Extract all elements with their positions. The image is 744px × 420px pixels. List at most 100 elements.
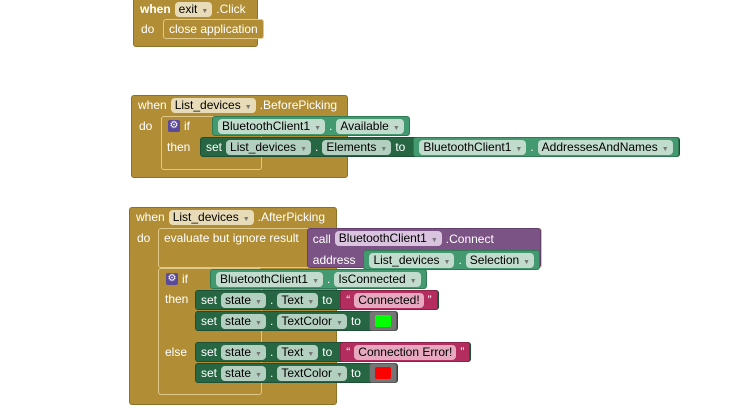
property-dropdown[interactable]: IsConnected▼ xyxy=(334,271,421,287)
string-value: Connection Error! xyxy=(358,344,453,359)
close-application-label: close application xyxy=(169,22,258,36)
dropdown-value: BluetoothClient1 xyxy=(220,271,309,286)
event-name: .Click xyxy=(216,2,246,16)
dot: . xyxy=(269,366,274,380)
set-state-text-block[interactable]: set state▼ . Text▼ to “ Connection Error… xyxy=(195,342,472,362)
dropdown-value: exit xyxy=(178,1,198,16)
dropdown-value: state xyxy=(225,292,252,307)
component-dropdown[interactable]: BluetoothClient1▼ xyxy=(334,231,442,246)
chevron-down-icon: ▼ xyxy=(523,258,531,266)
chevron-down-icon: ▼ xyxy=(430,237,438,244)
green-color-swatch[interactable] xyxy=(374,315,391,327)
dropdown-value: IsConnected xyxy=(338,271,406,286)
then-label: then xyxy=(165,292,189,306)
dropdown-value: state xyxy=(225,313,252,328)
dot: . xyxy=(530,140,534,154)
component-dropdown[interactable]: state▼ xyxy=(221,365,266,381)
connect-call-block[interactable]: call BluetoothClient1▼ .Connect address … xyxy=(306,228,542,270)
address-label: address xyxy=(312,253,356,267)
event-name: .BeforePicking xyxy=(259,98,338,112)
component-dropdown[interactable]: state▼ xyxy=(221,313,266,329)
chevron-down-icon: ▼ xyxy=(314,124,321,132)
set-state-textcolor-block[interactable]: set state▼ . TextColor▼ to xyxy=(195,363,398,383)
isconnected-getter-block[interactable]: BluetoothClient1▼ . IsConnected▼ xyxy=(210,269,427,289)
property-dropdown[interactable]: AddressesAndNames▼ xyxy=(537,139,673,155)
property-dropdown[interactable]: Selection▼ xyxy=(465,252,535,268)
dropdown-value: Selection xyxy=(469,252,520,267)
dropdown-value: state xyxy=(225,365,252,380)
method-name: .Connect xyxy=(445,231,494,246)
dropdown-value: List_devices xyxy=(373,252,440,267)
color-block[interactable] xyxy=(368,363,397,383)
component-dropdown[interactable]: BluetoothClient1▼ xyxy=(419,139,527,155)
to-label: to xyxy=(322,345,333,359)
chevron-down-icon: ▼ xyxy=(336,371,343,379)
to-label: to xyxy=(350,314,361,328)
dropdown-value: BluetoothClient1 xyxy=(338,231,427,245)
set-state-textcolor-block[interactable]: set state▼ . TextColor▼ to xyxy=(195,311,398,331)
event-name: .AfterPicking xyxy=(257,210,326,224)
property-dropdown[interactable]: TextColor▼ xyxy=(277,365,347,381)
chevron-down-icon: ▼ xyxy=(244,103,252,111)
chevron-down-icon: ▼ xyxy=(661,145,669,153)
chevron-down-icon: ▼ xyxy=(242,215,250,223)
evaluate-label: evaluate but ignore result xyxy=(164,231,299,245)
text-string-block[interactable]: “ Connection Error! ” xyxy=(340,342,471,362)
addresses-getter-block[interactable]: BluetoothClient1▼ . AddressesAndNames▼ xyxy=(413,137,679,157)
dropdown-value: AddressesAndNames xyxy=(541,139,658,154)
chevron-down-icon: ▼ xyxy=(201,7,209,15)
red-color-swatch[interactable] xyxy=(374,367,391,379)
color-block[interactable] xyxy=(368,311,397,331)
string-field[interactable]: Connected! xyxy=(354,292,424,308)
chevron-down-icon: ▼ xyxy=(300,145,307,153)
else-label: else xyxy=(165,345,188,359)
selection-getter-block[interactable]: List_devices▼ . Selection▼ xyxy=(363,250,541,270)
if-label: if xyxy=(182,272,188,286)
available-getter-block[interactable]: BluetoothClient1▼ . Available▼ xyxy=(212,116,410,136)
component-dropdown[interactable]: List_devices▼ xyxy=(369,252,455,268)
chevron-down-icon: ▼ xyxy=(409,277,417,285)
to-label: to xyxy=(395,140,406,154)
call-line: call BluetoothClient1▼ .Connect xyxy=(313,231,502,246)
to-label: to xyxy=(350,366,361,380)
property-dropdown[interactable]: Elements▼ xyxy=(322,139,392,155)
property-dropdown[interactable]: Text▼ xyxy=(277,344,319,360)
dot: . xyxy=(315,140,319,154)
gear-icon[interactable]: ⚙ xyxy=(166,273,178,285)
property-dropdown[interactable]: Available▼ xyxy=(336,118,404,134)
component-dropdown[interactable]: state▼ xyxy=(221,344,266,360)
component-dropdown[interactable]: List_devices▼ xyxy=(168,209,254,225)
set-label: set xyxy=(201,293,218,307)
event-header: when List_devices▼ .BeforePicking xyxy=(133,95,342,115)
evaluate-ignore-block[interactable]: evaluate but ignore result call Bluetoot… xyxy=(158,228,543,270)
chevron-down-icon: ▼ xyxy=(392,124,400,132)
property-dropdown[interactable]: TextColor▼ xyxy=(277,313,347,329)
chevron-down-icon: ▼ xyxy=(255,350,262,358)
close-application-block[interactable]: close application xyxy=(163,19,264,39)
gear-icon[interactable]: ⚙ xyxy=(168,120,180,132)
set-state-text-block[interactable]: set state▼ . Text▼ to “ Connected! ” xyxy=(195,290,439,310)
dropdown-value: Text xyxy=(281,344,304,359)
component-dropdown[interactable]: BluetoothClient1▼ xyxy=(218,118,325,134)
when-label: when xyxy=(136,210,165,224)
text-string-block[interactable]: “ Connected! ” xyxy=(340,290,438,310)
component-dropdown-exit[interactable]: exit▼ xyxy=(174,1,213,17)
string-field[interactable]: Connection Error! xyxy=(354,344,457,360)
dot: . xyxy=(327,272,331,286)
then-label: then xyxy=(167,140,191,154)
set-elements-block[interactable]: set List_devices▼ . Elements▼ to Bluetoo… xyxy=(200,137,680,157)
component-dropdown[interactable]: List_devices▼ xyxy=(226,139,311,155)
component-dropdown[interactable]: BluetoothClient1▼ xyxy=(216,271,323,287)
chevron-down-icon: ▼ xyxy=(307,350,315,358)
set-label: set xyxy=(201,314,218,328)
property-dropdown[interactable]: Text▼ xyxy=(277,292,319,308)
dropdown-value: BluetoothClient1 xyxy=(222,118,311,133)
set-label: set xyxy=(201,366,218,380)
if-row: ⚙ if BluetoothClient1▼ . Available▼ xyxy=(163,116,415,136)
dropdown-value: List_devices xyxy=(172,209,239,224)
dropdown-value: List_devices xyxy=(230,139,297,154)
component-dropdown[interactable]: List_devices▼ xyxy=(170,97,256,113)
dropdown-value: List_devices xyxy=(174,97,241,112)
chevron-down-icon: ▼ xyxy=(515,145,523,153)
component-dropdown[interactable]: state▼ xyxy=(221,292,266,308)
